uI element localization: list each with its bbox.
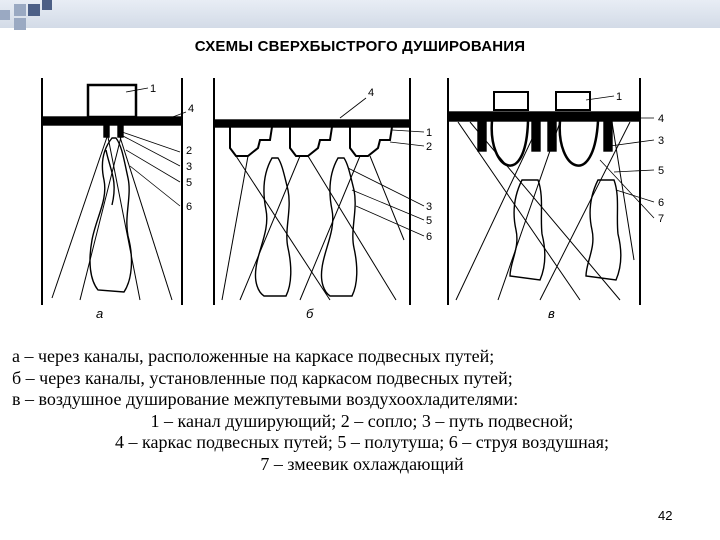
panel-a-label-3: 3 [186,161,192,173]
panel-a-label-4: 4 [188,103,194,115]
panel-b-label-6: 6 [426,231,432,243]
decor-square [42,0,52,10]
decor-square [0,10,10,20]
panel-a-letter: а [96,306,103,321]
panel-b-label-5: 5 [426,215,432,227]
caption-line: 4 – каркас подвесных путей; 5 – полутуша… [115,432,609,452]
caption-line: 1 – канал душирующий; 2 – сопло; 3 – пут… [150,410,574,431]
panel-c-label-5: 5 [658,165,664,177]
panel-c-label-1: 1 [616,91,622,103]
slide-header-bar [0,0,720,28]
panel-b-label-2: 2 [426,141,432,153]
caption-line: б – через каналы, установленные под карк… [12,367,513,388]
panel-c-label-4: 4 [658,113,664,125]
showering-schemes-figure: 1 4 2 3 5 6 а 4 1 2 3 5 6 б [41,78,664,321]
panel-a [41,78,187,305]
decor-square [28,4,40,16]
panel-c-label-7: 7 [658,213,664,225]
panel-b-letter: б [306,306,314,321]
panel-b-label-1: 1 [426,127,432,139]
page-number: 42 [658,508,673,523]
panel-a-label-1: 1 [150,83,156,95]
panel-c-letter: в [548,306,555,321]
caption-line: а – через каналы, расположенные на карка… [12,346,495,366]
figure-caption: а – через каналы, расположенные на карка… [12,346,712,475]
decor-square [14,4,26,16]
panel-c [447,78,655,305]
caption-line: в – воздушное душирование межпутевыми во… [12,389,519,409]
panel-b-label-4: 4 [368,87,374,99]
caption-line: 7 – змеевик охлаждающий [260,453,464,474]
panel-b-label-3: 3 [426,201,432,213]
panel-a-label-2: 2 [186,145,192,157]
slide-title: СХЕМЫ СВЕРХБЫСТРОГО ДУШИРОВАНИЯ [194,38,526,55]
panel-a-label-6: 6 [186,201,192,213]
panel-a-label-5: 5 [186,177,192,189]
panel-b [213,78,425,305]
panel-c-label-3: 3 [658,135,664,147]
panel-c-label-6: 6 [658,197,664,209]
decor-square [14,18,26,30]
